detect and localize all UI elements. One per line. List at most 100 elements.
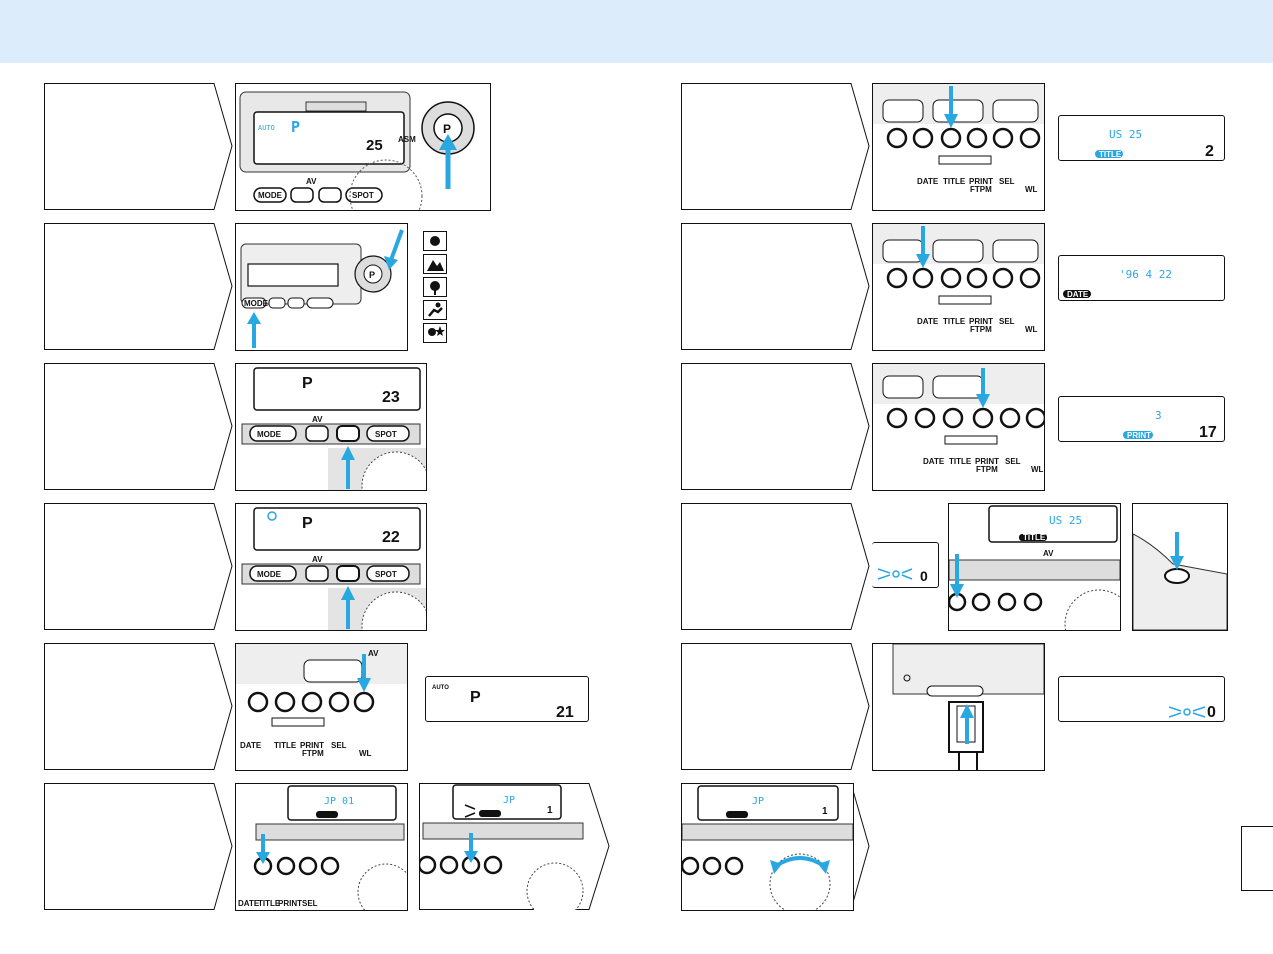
lcd-frame-counter: 22 xyxy=(382,529,400,546)
step-panel-3 xyxy=(44,363,234,490)
step-panel-r5 xyxy=(681,643,871,770)
lcd-title-text: JP 01 xyxy=(324,796,354,807)
svg-text:PRINT: PRINT xyxy=(969,177,993,186)
svg-text:WL: WL xyxy=(359,749,372,758)
svg-text:FTPM: FTPM xyxy=(302,749,324,758)
step-panel-5 xyxy=(44,643,234,770)
svg-text:'96 4 22: '96 4 22 xyxy=(1119,268,1172,281)
svg-text:TITLE: TITLE xyxy=(943,317,966,326)
step-panel-r3 xyxy=(681,363,871,490)
svg-text:PRINT: PRINT xyxy=(278,899,302,908)
camera-buttons-illustration-r2: DATE TITLE PRINT FTPM SEL WL xyxy=(872,223,1045,351)
step-panel-r1 xyxy=(681,83,871,210)
step-panel-r4 xyxy=(681,503,871,630)
camera-buttons-illustration-r1: DATE TITLE PRINT FTPM SEL WL xyxy=(872,83,1045,211)
svg-text:JP: JP xyxy=(752,796,764,807)
camera-buttons-illustration-r4: US 25 TITLE AV xyxy=(948,503,1121,631)
lcd-program-mode: P xyxy=(291,118,300,136)
av-label: AV xyxy=(306,177,317,186)
svg-text:SEL: SEL xyxy=(999,177,1015,186)
close-up-mode-icon xyxy=(423,277,447,297)
svg-text:17: 17 xyxy=(1199,424,1217,441)
lcd-frame-counter: 21 xyxy=(556,704,574,721)
svg-text:SEL: SEL xyxy=(1005,457,1021,466)
svg-text:AUTO: AUTO xyxy=(432,685,449,691)
lcd-panel-r1: US 25 TITLE 2 xyxy=(1058,115,1225,161)
svg-text:P: P xyxy=(443,122,451,136)
svg-text:TITLE: TITLE xyxy=(258,899,281,908)
svg-text:TITLE: TITLE xyxy=(949,457,972,466)
lcd-frame-counter: 25 xyxy=(366,137,383,154)
svg-text:SEL: SEL xyxy=(302,899,318,908)
camera-top-illustration-1: AUTO P 25 AV MODE SPOT P ASM xyxy=(235,83,491,211)
svg-text:AV: AV xyxy=(312,555,323,564)
camera-title-illustration-6a: JP 01 DATE TITLE PRINT SEL xyxy=(235,783,408,911)
camera-top-illustration-2: P MODE xyxy=(235,223,408,351)
step-panel-6 xyxy=(44,783,234,910)
lcd-frame-counter: 23 xyxy=(382,389,400,406)
mode-button-label: MODE xyxy=(257,430,282,439)
step-panel-4 xyxy=(44,503,234,630)
svg-text:FTPM: FTPM xyxy=(970,185,992,194)
svg-text:AV: AV xyxy=(368,649,379,658)
svg-text:DATE: DATE xyxy=(240,741,262,750)
svg-text:P: P xyxy=(369,270,375,280)
svg-text:MODE: MODE xyxy=(257,570,282,579)
portrait-mode-icon xyxy=(423,231,447,251)
svg-text:TITLE: TITLE xyxy=(274,741,297,750)
camera-title-illustration-6b: JP 1 xyxy=(419,783,611,910)
svg-text:DATE: DATE xyxy=(238,899,260,908)
svg-text:TITLE: TITLE xyxy=(1099,150,1122,159)
svg-text:MODE: MODE xyxy=(244,299,269,308)
svg-text:SPOT: SPOT xyxy=(375,570,397,579)
spot-button-label: SPOT xyxy=(375,430,397,439)
svg-text:SEL: SEL xyxy=(331,741,347,750)
camera-buttons-illustration-5: AV DATE TITLE PRINT FTPM SEL WL xyxy=(235,643,408,771)
camera-buttons-illustration-r3: DATE TITLE PRINT FTPM SEL WL xyxy=(872,363,1045,491)
camera-shutter-illustration-r4 xyxy=(1132,503,1228,631)
lcd-program-mode: P xyxy=(302,515,313,532)
svg-text:PRINT: PRINT xyxy=(300,741,324,750)
step-panel-2 xyxy=(44,223,234,350)
svg-text:TITLE: TITLE xyxy=(943,177,966,186)
svg-text:FTPM: FTPM xyxy=(976,465,998,474)
svg-text:US 25: US 25 xyxy=(1049,514,1082,527)
camera-title-illustration-7: JP 1 xyxy=(681,783,854,911)
svg-text:DATE: DATE xyxy=(1067,290,1089,299)
asm-label: ASM xyxy=(398,135,416,144)
sports-mode-icon xyxy=(423,300,447,320)
svg-text:WL: WL xyxy=(1025,325,1038,334)
svg-text:2: 2 xyxy=(1205,143,1214,160)
svg-text:PRINT: PRINT xyxy=(975,457,999,466)
lcd-panel-r2: '96 4 22 DATE xyxy=(1058,255,1225,301)
svg-text:WL: WL xyxy=(1031,465,1044,474)
lcd-panel-r4-small: 0 xyxy=(872,542,939,588)
svg-text:AV: AV xyxy=(312,415,323,424)
svg-text:AV: AV xyxy=(1043,549,1054,558)
lcd-program-mode: P xyxy=(470,689,481,706)
lcd-auto-label: AUTO xyxy=(258,124,275,132)
svg-text:WL: WL xyxy=(1025,185,1038,194)
lcd-panel-5: AUTO P 21 xyxy=(425,676,589,722)
lcd-panel-r3: 3 PRINT 17 xyxy=(1058,396,1225,442)
spot-button-label: SPOT xyxy=(352,191,374,200)
svg-text:TITLE: TITLE xyxy=(1023,533,1046,542)
lcd-title-text: JP xyxy=(503,795,515,806)
svg-text:DATE: DATE xyxy=(917,177,939,186)
page-tab xyxy=(1241,826,1273,891)
lcd-panel-r5: 0 xyxy=(1058,676,1225,722)
step-panel-r2 xyxy=(681,223,871,350)
svg-text:SEL: SEL xyxy=(999,317,1015,326)
svg-text:DATE: DATE xyxy=(917,317,939,326)
mode-icons-list xyxy=(423,231,447,346)
mode-button-label: MODE xyxy=(258,191,283,200)
svg-text:1: 1 xyxy=(547,805,553,816)
svg-text:0: 0 xyxy=(920,568,928,584)
camera-lcd-illustration-4: P 22 AV MODE SPOT xyxy=(235,503,427,631)
landscape-mode-icon xyxy=(423,254,447,274)
svg-text:0: 0 xyxy=(1207,704,1216,721)
svg-text:FTPM: FTPM xyxy=(970,325,992,334)
svg-text:DATE: DATE xyxy=(923,457,945,466)
header-band xyxy=(0,0,1273,63)
camera-back-illustration-r5 xyxy=(872,643,1045,771)
